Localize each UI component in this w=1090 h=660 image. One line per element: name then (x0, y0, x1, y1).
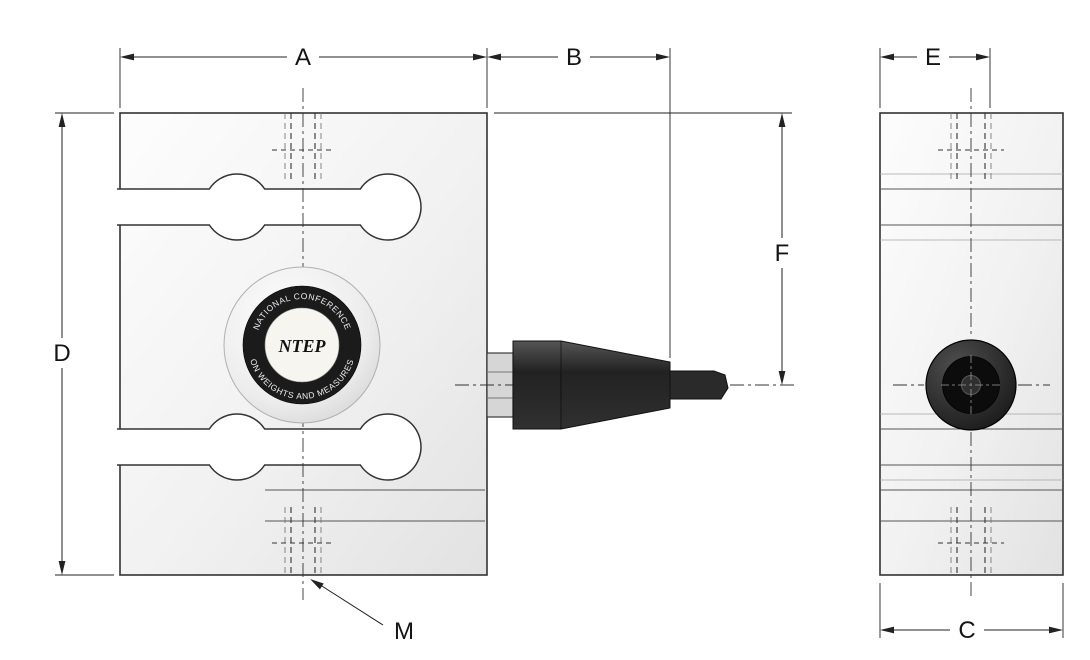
arrowhead (880, 626, 894, 634)
upper-slot (117, 173, 422, 241)
dim-f-label: F (775, 240, 790, 267)
arrowhead (120, 53, 134, 61)
cable (669, 370, 729, 400)
arrowhead (778, 371, 786, 385)
side-threaded-hole-hidden-lines (938, 113, 1004, 575)
seal-inner-disc (264, 307, 340, 383)
side-centerlines (893, 88, 1050, 600)
dim-b: B (487, 44, 670, 71)
arrowhead (976, 53, 990, 61)
arrowhead (58, 561, 66, 575)
arrowhead (778, 113, 786, 127)
arrowhead (473, 53, 487, 61)
dimension-annotations: A B E D (53, 44, 1064, 645)
dim-d-label: D (53, 340, 70, 367)
front-step-lines (265, 489, 485, 522)
dim-m: M (310, 579, 414, 645)
dim-c: C (880, 617, 1063, 644)
arrowhead (310, 579, 324, 590)
side-view (879, 88, 1064, 600)
arrowhead (880, 53, 894, 61)
cable-connector (455, 340, 795, 430)
arrowhead (487, 53, 501, 61)
dim-e-label: E (925, 44, 941, 71)
m-leader-line (313, 580, 384, 626)
dim-c-label: C (958, 617, 975, 644)
dim-m-label: M (394, 618, 414, 645)
front-threaded-hole-hidden-lines (272, 113, 334, 575)
dim-a: A (120, 44, 487, 71)
arrowhead (1049, 626, 1063, 634)
lower-slot (117, 413, 422, 481)
dim-a-label: A (295, 44, 311, 71)
front-view: NATIONAL CONFERENCE ON WEIGHTS AND MEASU… (117, 88, 488, 600)
side-slot-edge-lines (880, 173, 1063, 522)
dim-e: E (880, 44, 990, 71)
dim-b-label: B (566, 44, 582, 71)
boss-center-cross (941, 355, 1001, 415)
cable-gland-boss (925, 339, 1017, 431)
arrowhead (58, 113, 66, 127)
ntep-seal: NATIONAL CONFERENCE ON WEIGHTS AND MEASU… (223, 266, 381, 424)
seal-brand-text: NTEP (278, 336, 327, 356)
dim-f: F (775, 113, 790, 385)
connector-boot (512, 340, 671, 430)
dim-d: D (53, 113, 71, 575)
extension-lines (55, 48, 1064, 638)
arrowhead (656, 53, 670, 61)
